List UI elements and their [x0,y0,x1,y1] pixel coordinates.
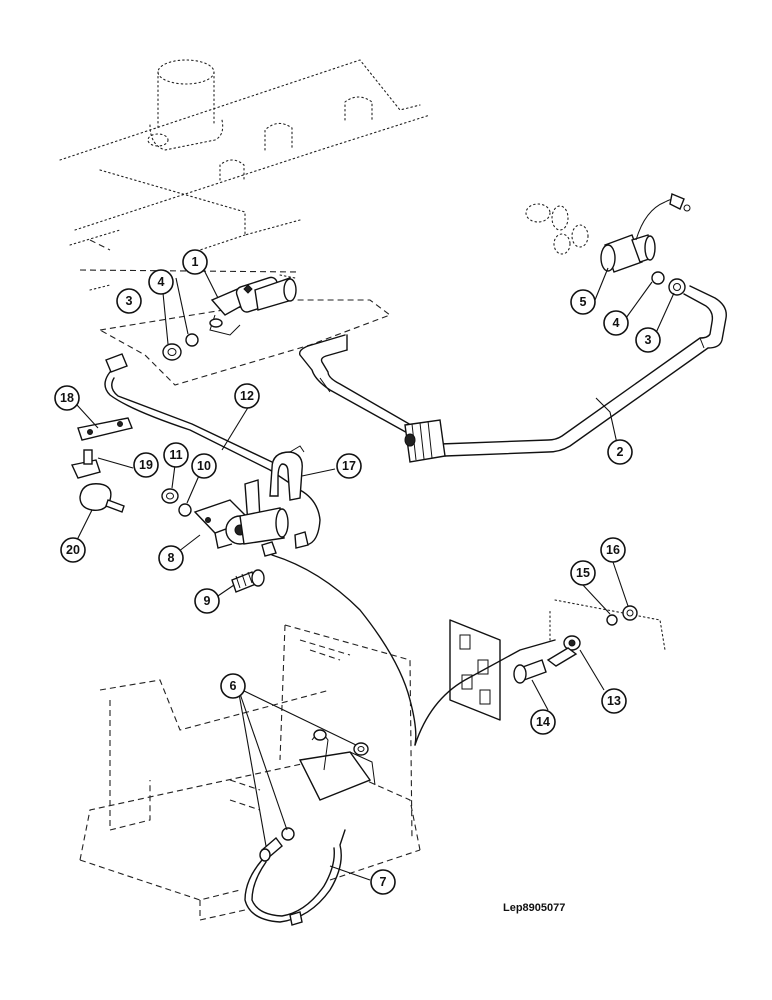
callout-12: 12 [234,383,260,409]
svg-text:9: 9 [204,594,211,608]
callout-1: 1 [182,249,208,275]
gaskets [525,203,589,255]
svg-text:17: 17 [342,459,356,473]
callout-7: 7 [370,869,396,895]
cable-solenoid [271,554,417,746]
callout-10: 10 [191,453,217,479]
pipe-2 [298,285,727,463]
callout-3-right: 3 [635,327,661,353]
fitting-6-lower [259,836,283,862]
callout-13: 13 [601,688,627,714]
svg-text:2: 2 [617,445,624,459]
callout-19: 19 [133,452,159,478]
callout-4-left: 4 [148,269,174,295]
svg-text:5: 5 [580,295,587,309]
svg-text:18: 18 [60,391,74,405]
svg-text:15: 15 [576,566,590,580]
callout-14: 14 [530,709,556,735]
bolt-14 [513,659,547,684]
svg-text:11: 11 [169,448,182,462]
callout-8: 8 [158,545,184,571]
callout-15: 15 [570,560,596,586]
connector-terminal [261,541,277,557]
svg-text:1: 1 [192,255,199,269]
svg-text:4: 4 [613,316,620,330]
sender-5 [600,193,691,273]
callout-17: 17 [336,453,362,479]
svg-text:14: 14 [536,715,550,729]
washer-15 [606,614,618,626]
callout-3-left: 3 [116,288,142,314]
nut-3-right [668,278,686,296]
callout-2: 2 [607,439,633,465]
callout-9: 9 [194,588,220,614]
svg-text:3: 3 [645,333,652,347]
svg-text:13: 13 [607,694,621,708]
svg-text:8: 8 [168,551,175,565]
harness-12 [104,353,321,549]
svg-text:4: 4 [158,275,165,289]
svg-text:19: 19 [139,458,153,472]
leader-lines [76,265,675,881]
switch-body [298,729,376,801]
callout-6: 6 [220,673,246,699]
svg-text:20: 20 [66,543,80,557]
svg-text:6: 6 [230,679,237,693]
bracket-8 [193,479,289,549]
ring-terminal-13 [546,635,581,667]
cable-7 [244,829,346,926]
relay-panel [449,599,666,721]
nut-16 [622,605,638,621]
temperature-sender-1 [209,276,297,336]
washer-10 [178,503,192,517]
svg-text:16: 16 [606,543,620,557]
washer-4-right [651,271,665,285]
callout-16: 16 [600,537,626,563]
washer-6-lower [281,827,295,841]
washer-4-left [185,333,199,347]
svg-text:7: 7 [380,875,387,889]
clip-20 [79,483,125,513]
svg-text:10: 10 [197,459,211,473]
frame-base [79,624,421,921]
nut-11 [161,488,179,504]
fitting-6-upper [353,742,369,756]
svg-text:3: 3 [126,294,133,308]
clamp-17 [269,445,305,501]
engine-manifold [59,59,431,291]
cable-to-panel [414,639,556,746]
callout-18: 18 [54,385,80,411]
plate-18 [77,417,133,441]
mounting-plate-outline [98,299,392,386]
callout-20: 20 [60,537,86,563]
callout-4-right: 4 [603,310,629,336]
nut-3-left [162,343,182,361]
bolt-9 [231,569,265,593]
callout-5: 5 [570,289,596,315]
callout-11: 11 [163,442,189,468]
drawing-reference: Lep8905077 [503,902,565,914]
svg-text:12: 12 [240,389,254,403]
grommet-19 [70,449,101,479]
